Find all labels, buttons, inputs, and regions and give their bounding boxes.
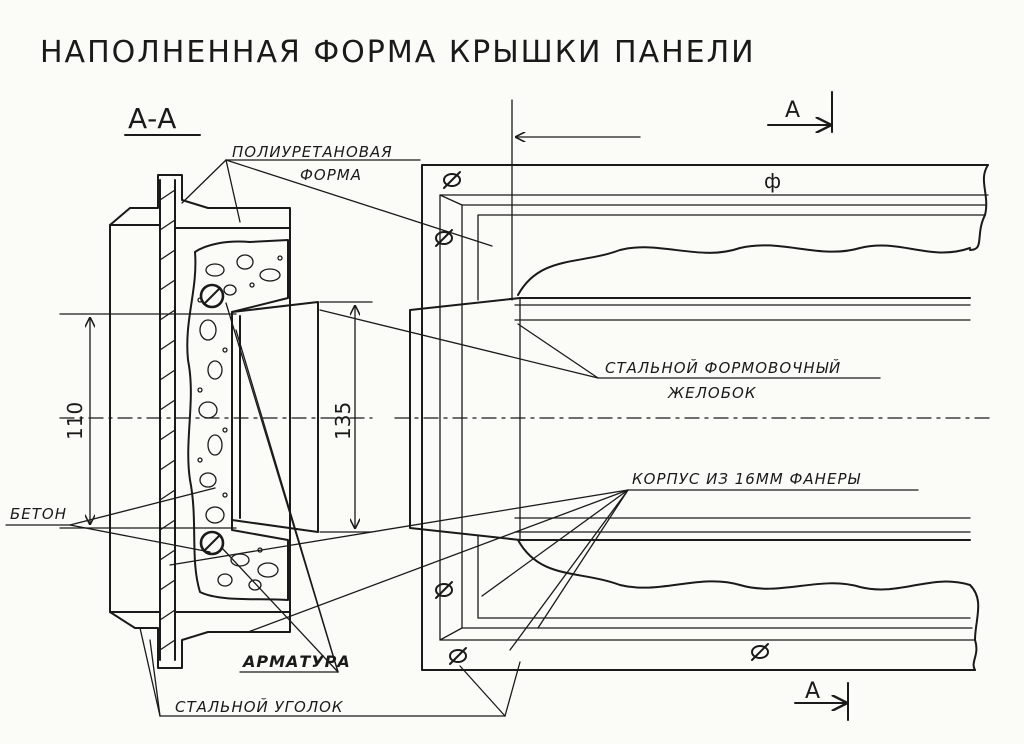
dimension-110-label: 110 [63, 402, 87, 440]
outer-frame [421, 164, 989, 671]
cross-section-view: 110 135 [59, 174, 373, 669]
break-line-bottom [517, 539, 971, 591]
diameter-symbol: ф [764, 169, 781, 193]
dimension-135-label: 135 [331, 402, 355, 440]
dimension-135 [319, 301, 373, 533]
bolt-icon [435, 171, 769, 665]
break-edge-right-bottom [969, 584, 980, 671]
break-line-top [517, 244, 971, 296]
inner-frame-edge [439, 194, 989, 641]
section-label: А-А [128, 102, 176, 135]
plywood-hatch [159, 189, 176, 651]
label-steel-angle: СТАЛЬНОЙ УГОЛОК [175, 697, 344, 716]
leader-lines [5, 159, 919, 717]
label-concrete: БЕТОН [10, 505, 67, 523]
steel-angle-bottom [109, 611, 291, 669]
label-rebar: АРМАТУРА [241, 652, 351, 671]
rebar-top [199, 283, 225, 309]
drawing-title: НАПОЛНЕННАЯ ФОРМА КРЫШКИ ПАНЕЛИ [40, 35, 756, 70]
dimension-110 [59, 313, 237, 529]
steel-trough-plan [409, 297, 971, 541]
section-mark-bottom: А [805, 679, 820, 704]
plywood-frame [461, 204, 986, 629]
plan-view: А А ф [394, 91, 991, 721]
polyurethane-form [174, 227, 291, 613]
label-steel-trough-line2: ЖЕЛОБОК [667, 384, 757, 402]
concrete-body [186, 239, 289, 601]
steel-trough-section [231, 301, 319, 533]
break-edge-right-top [969, 164, 989, 251]
label-polyurethane-form-line1: ПОЛИУРЕТАНОВАЯ [232, 143, 393, 161]
trough-edges [514, 297, 971, 541]
steel-angle-top [109, 174, 291, 229]
rebar-bottom [199, 530, 225, 556]
label-steel-trough-line1: СТАЛЬНОЙ ФОРМОВОЧНЫЙ [605, 358, 841, 377]
label-plywood-body: КОРПУС ИЗ 16ММ ФАНЕРЫ [632, 470, 861, 488]
label-polyurethane-form-line2: ФОРМА [300, 166, 362, 184]
section-mark-top: А [785, 98, 800, 123]
frame-inner-line [477, 214, 986, 619]
